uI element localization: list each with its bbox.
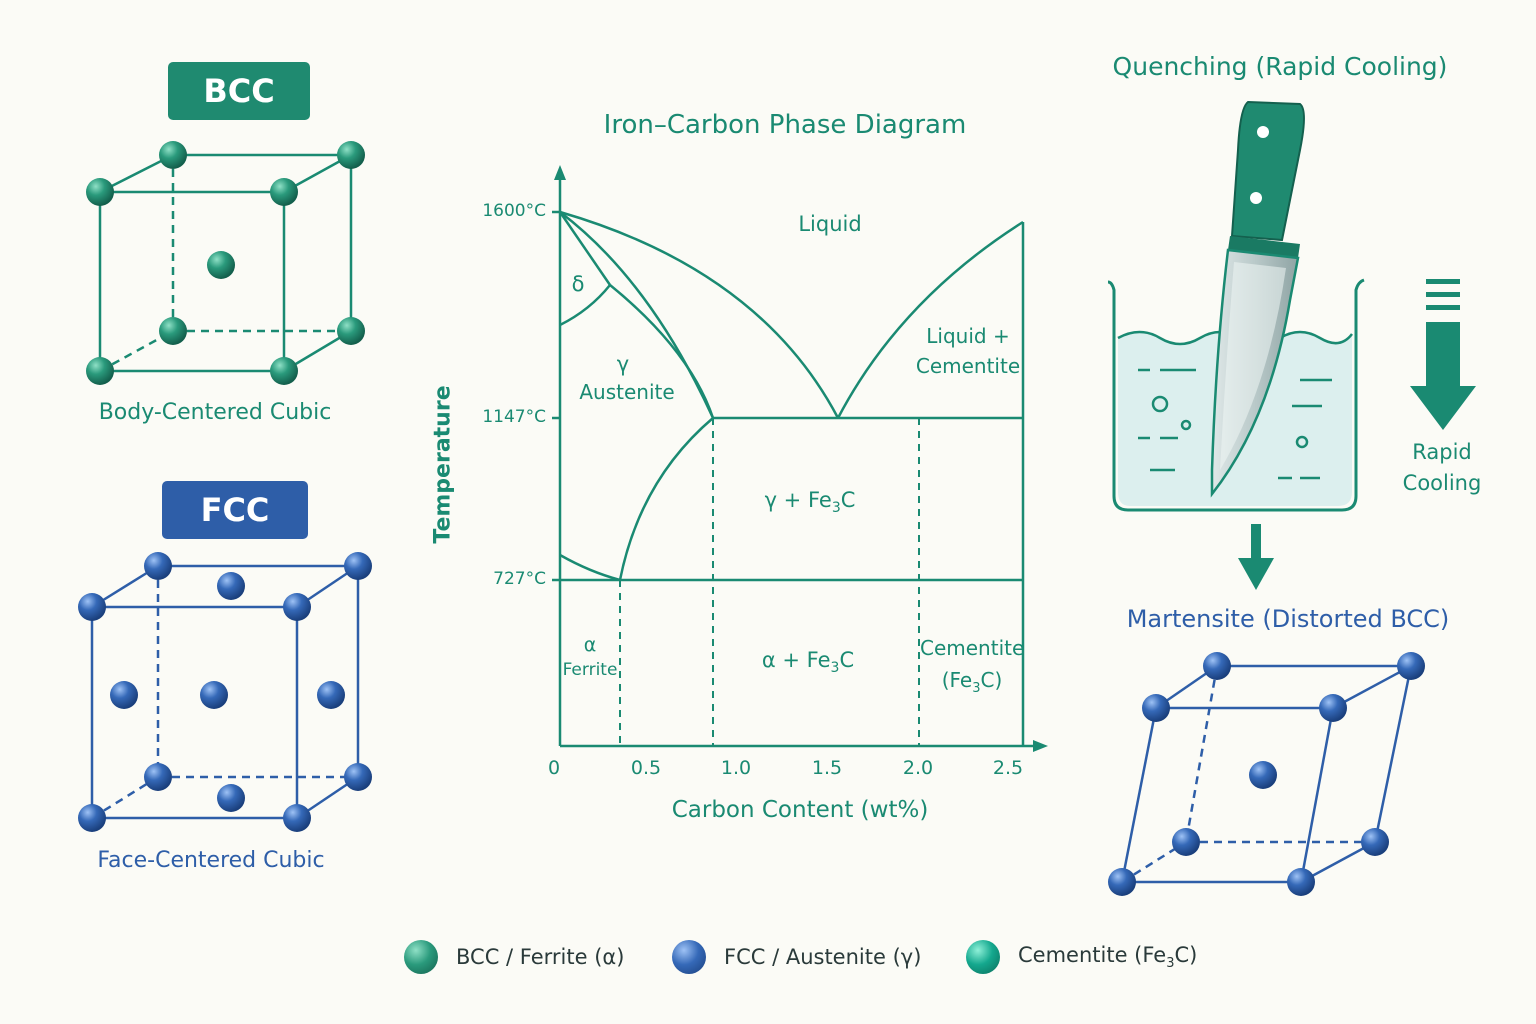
phase-diagram bbox=[552, 165, 1048, 752]
knife-bolster bbox=[1228, 236, 1300, 258]
legend-dot-bcc bbox=[404, 940, 438, 974]
bcc-atoms bbox=[86, 141, 365, 385]
rapid-cooling-line1: Rapid bbox=[1412, 440, 1472, 464]
region-cementite-paren: (Fe bbox=[941, 668, 973, 692]
region-gamma-fe3c-sub: 3 bbox=[831, 500, 841, 517]
region-ferrite: Ferrite bbox=[562, 660, 618, 680]
legend: BCC / Ferrite (α) FCC / Austenite (γ) Ce… bbox=[0, 932, 1536, 982]
x-tick-0: 0 bbox=[547, 757, 561, 779]
legend-item-fcc: FCC / Austenite (γ) bbox=[672, 932, 921, 982]
legend-cementite-main: Cementite (Fe bbox=[1018, 942, 1167, 967]
acm-line bbox=[618, 417, 714, 581]
martensite-unit-cell bbox=[1120, 664, 1413, 884]
y-tick-727: 727°C bbox=[493, 569, 546, 589]
x-tick-1-5: 1.5 bbox=[811, 757, 843, 779]
rapid-cooling-line2: Cooling bbox=[1402, 471, 1482, 495]
y-tick-1600: 1600°C bbox=[482, 201, 546, 221]
legend-item-cementite: Cementite (Fe3C) bbox=[966, 932, 1197, 982]
region-alpha-fe3c: α + Fe3C bbox=[738, 648, 878, 676]
region-alpha-fe3c-sub: 3 bbox=[830, 660, 840, 677]
region-liquid-cementite-line2: Cementite bbox=[915, 354, 1021, 378]
x-tick-0-5: 0.5 bbox=[630, 757, 662, 779]
region-gamma-fe3c-main: γ + Fe bbox=[764, 488, 832, 512]
x-tick-2-5: 2.5 bbox=[992, 757, 1024, 779]
phase-diagram-title: Iron–Carbon Phase Diagram bbox=[603, 110, 967, 140]
legend-cementite-end: C) bbox=[1174, 942, 1198, 967]
knife-icon bbox=[1210, 100, 1305, 498]
bcc-badge-label: BCC bbox=[203, 72, 275, 110]
region-gamma: γ bbox=[616, 352, 630, 376]
legend-label-fcc: FCC / Austenite (γ) bbox=[724, 945, 922, 969]
liquidus-right bbox=[836, 220, 1024, 419]
rapid-cooling-arrow bbox=[1410, 279, 1476, 430]
x-tick-2-0: 2.0 bbox=[902, 757, 934, 779]
martensite-title: Martensite (Distorted BCC) bbox=[1126, 605, 1450, 633]
region-gamma-fe3c-end: C bbox=[840, 488, 856, 512]
legend-item-bcc: BCC / Ferrite (α) bbox=[404, 932, 624, 982]
y-axis-arrow bbox=[554, 165, 566, 180]
knife-handle bbox=[1230, 100, 1305, 242]
region-alpha-fe3c-end: C bbox=[839, 648, 855, 672]
region-delta: δ bbox=[571, 272, 585, 296]
fcc-badge-label: FCC bbox=[200, 491, 270, 529]
down-arrow-icon bbox=[1238, 524, 1274, 590]
region-liquid-cementite-line1: Liquid + bbox=[926, 324, 1010, 348]
a3-line bbox=[559, 553, 621, 582]
martensite-atoms bbox=[1108, 652, 1425, 896]
fcc-atoms bbox=[78, 552, 372, 832]
x-axis-arrow bbox=[1033, 740, 1048, 752]
x-tick-1-0: 1.0 bbox=[720, 757, 752, 779]
bcc-unit-cell bbox=[98, 153, 353, 373]
region-alpha-fe3c-main: α + Fe bbox=[761, 648, 831, 672]
fcc-caption: Face-Centered Cubic bbox=[97, 848, 325, 873]
bcc-badge: BCC bbox=[168, 62, 310, 120]
region-gamma-fe3c: γ + Fe3C bbox=[740, 488, 880, 516]
region-alpha: α bbox=[583, 634, 597, 656]
x-axis-label: Carbon Content (wt%) bbox=[671, 797, 929, 823]
delta-boundary bbox=[559, 284, 611, 327]
legend-dot-fcc bbox=[672, 940, 706, 974]
region-cementite-sub: 3 bbox=[972, 681, 981, 696]
legend-cementite-sub: 3 bbox=[1166, 956, 1175, 972]
region-austenite: Austenite bbox=[579, 380, 675, 404]
fcc-badge: FCC bbox=[162, 481, 308, 539]
quench-title: Quenching (Rapid Cooling) bbox=[1112, 52, 1448, 81]
bcc-caption: Body-Centered Cubic bbox=[98, 400, 332, 425]
region-liquid: Liquid bbox=[798, 212, 862, 236]
region-cementite-line2: (Fe3C) bbox=[920, 668, 1024, 696]
liquidus-upper bbox=[559, 210, 840, 419]
y-axis-label: Temperature bbox=[430, 385, 456, 544]
y-tick-1147: 1147°C bbox=[482, 407, 546, 427]
legend-dot-cementite bbox=[966, 940, 1000, 974]
region-cementite-line1: Cementite bbox=[920, 636, 1025, 660]
legend-label-cementite: Cementite (Fe3C) bbox=[1018, 943, 1197, 971]
legend-label-bcc: BCC / Ferrite (α) bbox=[456, 945, 625, 969]
region-cementite-end: C) bbox=[980, 668, 1003, 692]
